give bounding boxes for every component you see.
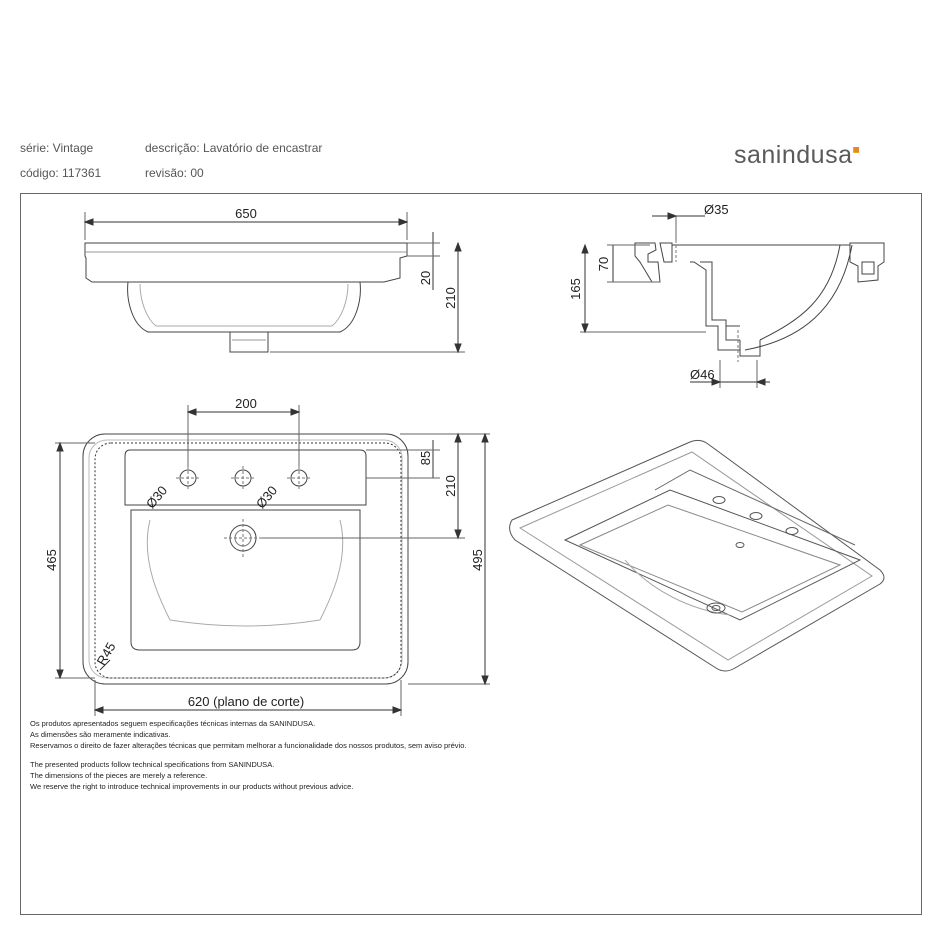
- dim-top-deck: 85: [418, 451, 433, 465]
- dim-top-tap-spacing: 200: [235, 396, 257, 411]
- note-pt-2: As dimensões são meramente indicativas.: [30, 730, 171, 739]
- isometric-view: [509, 439, 885, 672]
- dim-corner-radius: R45: [94, 640, 119, 668]
- drawing-sheet: [20, 193, 922, 915]
- note-pt-1: Os produtos apresentados seguem especifi…: [30, 719, 316, 728]
- dim-cut-width: 620 (plano de corte): [188, 694, 304, 709]
- front-view: [83, 212, 465, 354]
- dim-front-height: 210: [443, 287, 458, 309]
- side-section-view: [580, 212, 885, 388]
- dim-top-depth: 465: [44, 549, 59, 571]
- note-en-3: We reserve the right to introduce techni…: [30, 782, 354, 791]
- revisao-label: revisão: 00: [145, 166, 204, 180]
- dim-top-bowl: 210: [443, 475, 458, 497]
- codigo-label: código: 117361: [20, 166, 102, 180]
- dim-tap-hole-right: Ø30: [253, 483, 280, 511]
- note-en-1: The presented products follow technical …: [30, 760, 275, 769]
- top-view: [55, 405, 490, 716]
- dim-front-width: 650: [235, 206, 257, 221]
- dim-side-drain-dia: Ø35: [704, 202, 729, 217]
- note-en-2: The dimensions of the pieces are merely …: [30, 771, 208, 780]
- dim-top-width-total: 495: [470, 549, 485, 571]
- logo-accent-icon: ■: [852, 142, 861, 157]
- dim-front-rim: 20: [418, 271, 433, 285]
- serie-label: série: Vintage: [20, 141, 94, 155]
- descricao-label: descrição: Lavatório de encastrar: [145, 141, 323, 155]
- dim-side-waste-dia: Ø46: [690, 367, 715, 382]
- note-pt-3: Reservamos o direito de fazer alterações…: [30, 741, 467, 750]
- logo-text: sanindusa: [734, 141, 853, 169]
- dim-side-overflow: 70: [596, 257, 611, 271]
- dim-side-depth: 165: [568, 278, 583, 300]
- dim-tap-hole-left: Ø30: [143, 483, 170, 511]
- sanindusa-logo: sanindusa■: [734, 141, 860, 170]
